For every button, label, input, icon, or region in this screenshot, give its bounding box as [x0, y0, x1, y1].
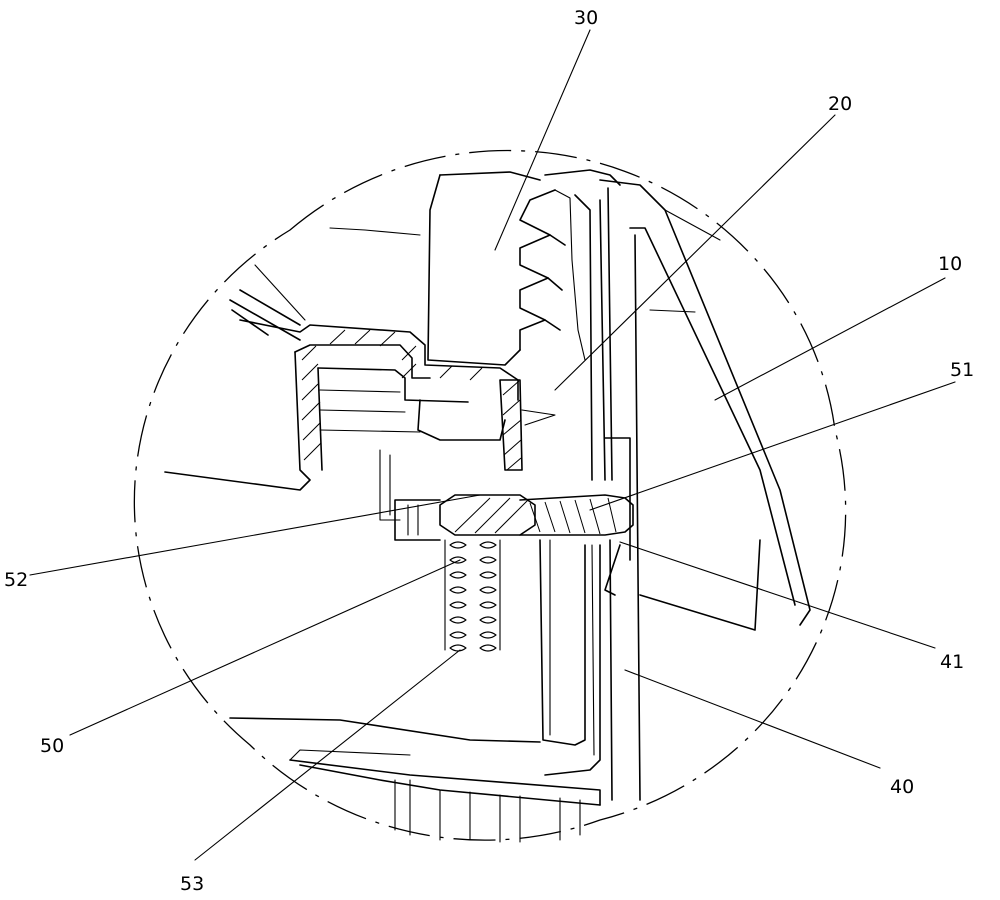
part-53-spring — [445, 540, 500, 651]
label-53: 53 — [180, 873, 204, 895]
label-10: 10 — [938, 253, 962, 275]
part-51-pin — [520, 438, 633, 560]
base-structure — [230, 718, 600, 842]
part-10-outer-shell — [600, 180, 810, 800]
leader-41 — [620, 542, 935, 648]
leader-52 — [30, 495, 480, 575]
label-51: 51 — [950, 359, 974, 381]
part-30-handle — [428, 172, 585, 470]
lid-body — [165, 228, 518, 520]
label-52: 52 — [4, 569, 28, 591]
leader-50 — [70, 560, 460, 735]
label-41: 41 — [940, 651, 964, 673]
leader-40 — [625, 670, 880, 768]
leader-51 — [590, 382, 955, 510]
leader-30 — [495, 30, 590, 250]
label-50: 50 — [40, 735, 64, 757]
label-40: 40 — [890, 776, 914, 798]
leader-10 — [715, 278, 945, 400]
leader-53 — [195, 650, 460, 860]
reference-labels: 30 20 10 51 52 50 53 41 40 — [4, 7, 974, 895]
leader-20 — [555, 115, 835, 390]
label-30: 30 — [574, 7, 598, 29]
part-20-inner-wall — [545, 170, 620, 480]
label-20: 20 — [828, 93, 852, 115]
part-52-block — [395, 495, 535, 540]
part-40-tray — [540, 540, 620, 800]
leader-lines — [30, 30, 955, 860]
